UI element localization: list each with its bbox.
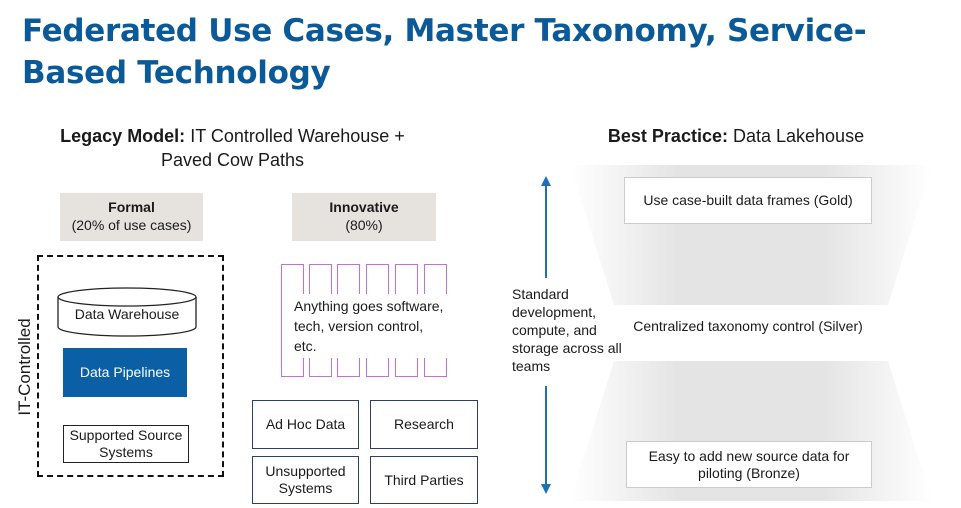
best-practice-heading-bold: Best Practice: [607,126,728,146]
anything-goes-text: Anything goes software, tech, version co… [288,294,450,358]
innovative-label: Innovative [329,199,399,215]
it-controlled-label: IT-Controlled [15,318,34,416]
formal-box: Formal (20% of use cases) [60,193,203,241]
third-parties-box: Third Parties [370,456,478,504]
it-controlled-region [37,255,224,477]
data-pipelines-box: Data Pipelines [63,348,187,397]
formal-label: Formal [108,199,155,215]
legacy-heading-bold: Legacy Model: [60,126,186,146]
best-practice-heading-rest: Data Lakehouse [732,126,865,146]
innovative-box: Innovative (80%) [292,193,436,241]
legacy-heading: Legacy Model: IT Controlled Warehouse + … [40,124,425,172]
data-warehouse-label: Data Warehouse [74,306,180,322]
unsupported-systems-box: Unsupported Systems [252,456,359,504]
gold-tier-box: Use case-built data frames (Gold) [624,177,872,224]
data-warehouse-cylinder [57,287,197,337]
page-title: Federated Use Cases, Master Taxonomy, Se… [22,13,867,91]
ad-hoc-data-box: Ad Hoc Data [252,400,359,449]
best-practice-heading: Best Practice: Data Lakehouse [590,124,882,148]
bronze-tier-box: Easy to add new source data for piloting… [626,441,872,488]
standard-development-text: Standard development, compute, and stora… [512,286,622,374]
legacy-heading-rest: IT Controlled Warehouse + [190,126,405,146]
research-box: Research [370,400,478,449]
supported-sources-box: Supported Source Systems [63,425,189,463]
innovative-sub: (80%) [345,217,383,233]
legacy-heading-line2: Paved Cow Paths [160,150,305,170]
formal-sub: (20% of use cases) [71,217,192,233]
double-arrow [541,176,551,494]
silver-tier-text: Centralized taxonomy control (Silver) [633,318,863,334]
